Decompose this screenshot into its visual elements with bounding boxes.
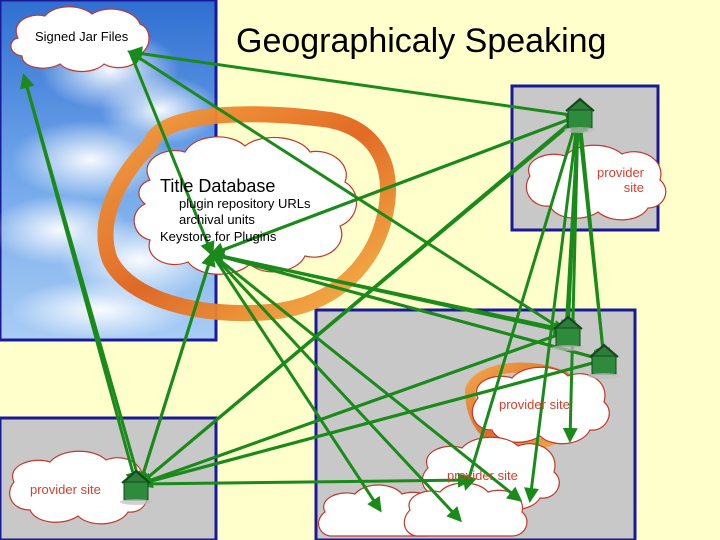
arrow [564, 117, 585, 333]
arrow [128, 51, 215, 257]
provider-cloud-top-right [525, 144, 667, 221]
provider-label-top-right: provider site [597, 165, 644, 195]
arrow [127, 46, 579, 118]
tdb-item-keystore: Keystore for Plugins [160, 229, 277, 244]
signed-jar-label: Signed Jar Files [35, 29, 129, 44]
arrow [127, 50, 567, 334]
title-database-heading: Title Database [160, 176, 276, 196]
provider-label-bottom-left: provider site [30, 482, 101, 497]
arrow [139, 116, 581, 486]
arrow [211, 252, 523, 502]
arrow [138, 251, 216, 485]
tdb-item-plugin-urls: plugin repository URLs [179, 196, 311, 211]
arrow [210, 252, 463, 523]
provider-label-middle-right: provider site [499, 397, 570, 412]
arrow [211, 113, 581, 256]
arrow [524, 115, 580, 503]
arrow [139, 472, 473, 488]
arrow [210, 253, 382, 513]
arrow [573, 117, 606, 361]
slide-title: Geographicaly Speaking [236, 22, 607, 60]
fire-ring [97, 106, 396, 322]
arrow [139, 328, 569, 486]
arrow [209, 249, 567, 334]
arrow [22, 75, 141, 487]
arrow [139, 355, 607, 486]
tdb-item-archival-units: archival units [179, 212, 255, 227]
provider-label-bottom-center: provider site [447, 468, 518, 483]
title-database-cloud [133, 136, 358, 275]
connection-arrows [20, 46, 611, 523]
